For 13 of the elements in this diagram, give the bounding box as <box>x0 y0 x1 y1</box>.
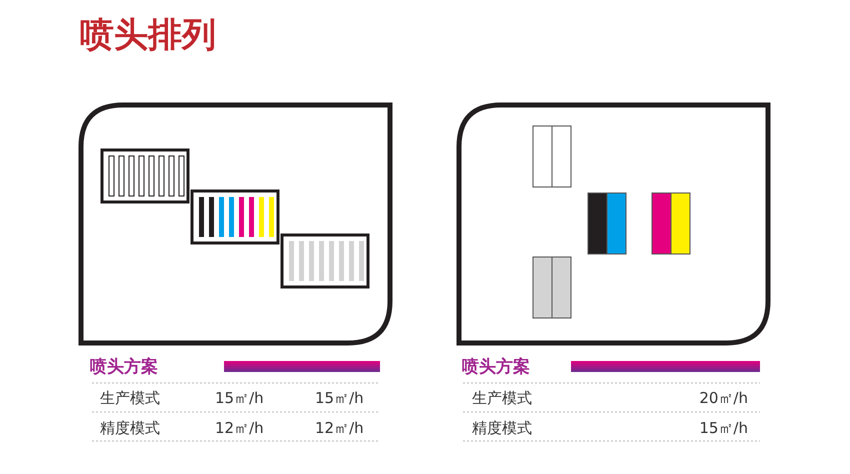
mode-label: 生产模式 <box>472 389 532 407</box>
speed-value: 20㎡/h <box>699 389 748 407</box>
speed-value: 15㎡/h <box>699 419 748 437</box>
speed-value: 12㎡/h <box>215 419 264 437</box>
mode-label: 精度模式 <box>100 419 160 437</box>
speed-value: 15㎡/h <box>215 389 264 407</box>
speed-value: 12㎡/h <box>315 419 364 437</box>
mode-label: 生产模式 <box>100 389 160 407</box>
section-heading: 喷头方案 <box>462 357 530 377</box>
speed-value: 15㎡/h <box>315 389 364 407</box>
page-title: 喷头排列 <box>80 14 216 56</box>
mode-label: 精度模式 <box>472 419 532 437</box>
section-heading: 喷头方案 <box>90 357 158 377</box>
